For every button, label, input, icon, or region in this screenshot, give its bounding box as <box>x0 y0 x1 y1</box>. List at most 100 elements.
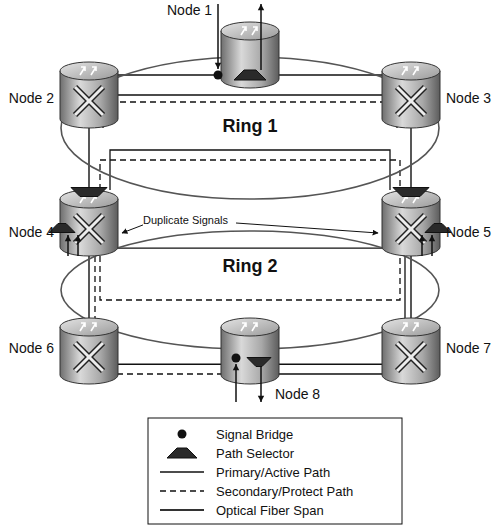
symbols <box>232 354 272 403</box>
label-holder: Node 2 <box>9 90 54 106</box>
router-node: Node 6 <box>60 318 118 384</box>
router-node: Node 1 <box>221 22 279 88</box>
node-name: Node 6 <box>9 340 54 356</box>
label-holder: Node 1 <box>167 2 212 18</box>
router-node: Node 7 <box>382 318 440 384</box>
cross-connect <box>75 343 103 371</box>
label-holder: Duplicate Signals <box>143 210 228 228</box>
primary-path <box>110 150 390 190</box>
cross-connect <box>397 215 425 243</box>
cylinder-top <box>221 318 279 336</box>
symbols <box>49 188 107 257</box>
ring-label: Ring 2 <box>60 256 440 277</box>
legend-text: Secondary/Protect Path <box>216 484 353 499</box>
router-node: Node 2 <box>60 62 118 128</box>
label-holder: Node 4 <box>9 224 54 240</box>
fiber-span <box>279 74 382 75</box>
path-selector <box>247 358 271 367</box>
cross-connect <box>397 343 425 371</box>
legend-text: Signal Bridge <box>216 427 293 442</box>
signal-line <box>217 4 219 69</box>
callout-text: Duplicate Signals <box>143 214 228 226</box>
router-node: Node 5 <box>382 190 440 256</box>
fiber-span <box>118 364 221 365</box>
top-arrow <box>252 27 257 35</box>
fiber-span <box>279 364 382 365</box>
router-cylinder <box>382 318 440 384</box>
top-arrow <box>80 67 85 75</box>
top-arrow <box>252 323 257 331</box>
router-cylinder <box>382 62 440 128</box>
cross-connect <box>397 87 425 115</box>
legend-sample <box>158 483 206 499</box>
top-arrow <box>80 323 85 331</box>
signal-paths <box>95 95 405 374</box>
legend-sample <box>158 464 206 480</box>
router-cylinder <box>221 318 279 384</box>
arrow-head <box>429 235 435 241</box>
cylinder-top <box>382 318 440 336</box>
signal-bridge <box>232 354 241 363</box>
node-name: Node 5 <box>446 224 491 240</box>
router-cylinder <box>60 318 118 384</box>
node-name: Node 8 <box>275 386 320 402</box>
top-arrow <box>241 323 246 331</box>
primary-path-sample <box>160 471 204 472</box>
router-cylinder <box>60 62 118 128</box>
fiber-span-sample <box>160 509 204 511</box>
signal-line <box>260 4 262 70</box>
cylinder-top <box>60 318 118 336</box>
legend-row: Optical Fiber Span <box>158 502 324 518</box>
signal-bridge <box>178 430 187 439</box>
label-holder: Node 5 <box>446 224 491 240</box>
cross-connect <box>75 87 103 115</box>
node-name: Node 7 <box>446 340 491 356</box>
router-node: Node 4 <box>60 190 118 256</box>
cross-connect <box>397 87 425 115</box>
legend-sample <box>158 445 206 461</box>
cylinder-top <box>221 22 279 40</box>
cross-connect <box>75 87 103 115</box>
cross-connect <box>75 215 103 243</box>
router-cylinder <box>382 190 440 256</box>
cross-connect <box>75 343 103 371</box>
fiber-span <box>118 247 382 248</box>
cross-connect <box>397 215 425 243</box>
cross-connect <box>397 343 425 371</box>
router-node: Node 3 <box>382 62 440 128</box>
cross-connect <box>397 343 425 371</box>
legend-row: Secondary/Protect Path <box>158 483 353 499</box>
legend-sample <box>158 502 206 518</box>
label-holder: Node 7 <box>446 340 491 356</box>
cross-connect <box>397 343 425 371</box>
cross-connect <box>75 215 103 243</box>
symbols <box>214 4 267 80</box>
legend-row: Path Selector <box>158 445 294 461</box>
top-arrow <box>402 323 407 331</box>
label-holder: Node 8 <box>275 386 320 402</box>
legend-frame <box>148 418 402 524</box>
cross-connect <box>397 215 425 243</box>
legend-sample <box>158 426 206 442</box>
arrow-head <box>65 235 71 241</box>
cylinder-top <box>382 62 440 80</box>
fiber-span <box>410 256 411 318</box>
path-selector <box>71 188 107 197</box>
legend-row: Primary/Active Path <box>158 464 330 480</box>
cross-connect <box>397 215 425 243</box>
arrow-head <box>215 63 221 69</box>
router-node: Node 8 <box>221 318 279 384</box>
top-arrow <box>91 323 96 331</box>
router-cylinder <box>60 190 118 256</box>
legend-text: Path Selector <box>216 446 294 461</box>
fiber-span <box>88 256 89 318</box>
cross-connect <box>75 215 103 243</box>
label-holder: Node 3 <box>446 90 491 106</box>
top-arrow <box>241 27 246 35</box>
node-name: Node 1 <box>167 2 212 18</box>
top-arrow <box>413 67 418 75</box>
top-arrow <box>402 67 407 75</box>
arrow-head <box>75 235 81 241</box>
path-selector <box>167 448 197 458</box>
